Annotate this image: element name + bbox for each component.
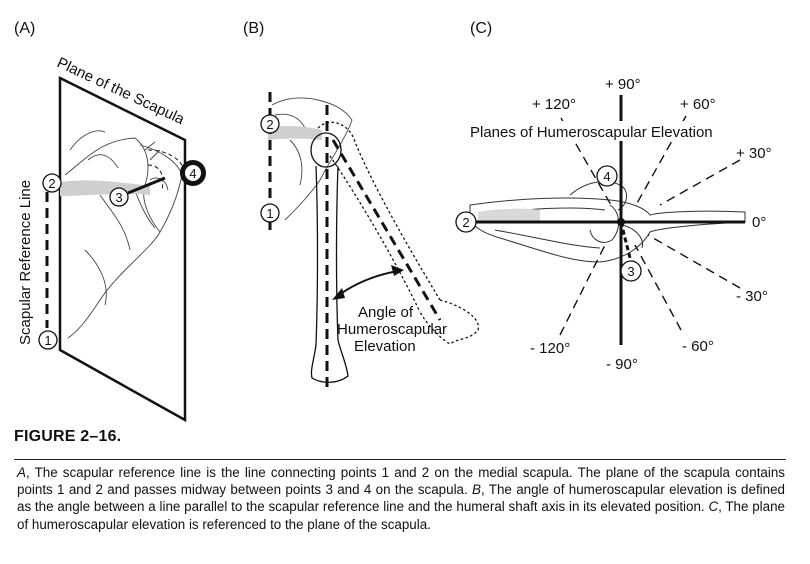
- caption-text-a: , The scapular reference line is the lin…: [17, 465, 785, 498]
- svg-text:1: 1: [44, 333, 51, 348]
- svg-text:1: 1: [266, 206, 273, 221]
- scapular-reference-line-label: Scapular Reference Line: [17, 180, 34, 345]
- angle-label-line2: Humeroscapular: [337, 321, 447, 338]
- planes-title: Planes of Humeroscapular Elevation: [470, 124, 713, 141]
- caption-letter-c: C: [708, 499, 719, 515]
- caption-divider: [14, 459, 786, 460]
- angle-label-zero: 0°: [752, 214, 766, 231]
- svg-text:2: 2: [48, 176, 55, 191]
- angle-label-m60: - 60°: [682, 338, 714, 355]
- angle-label-m30: - 30°: [736, 288, 768, 305]
- scapular-spine-shading: [60, 180, 150, 196]
- angle-label-line1: Angle of: [358, 304, 414, 321]
- figure-illustration: (A) Plane of the Scapula Scapular Refere…: [14, 20, 772, 423]
- svg-text:3: 3: [627, 264, 634, 279]
- scapula-sketch-a: [64, 130, 183, 339]
- point-3-c: 3: [620, 260, 642, 282]
- svg-text:3: 3: [115, 190, 122, 205]
- caption-letter-b: B: [472, 482, 481, 498]
- panel-b: (B) Angle of Humeroscapular Ele: [243, 20, 479, 392]
- plane-lines: [559, 115, 741, 336]
- caption-text-b: , The angle of humeroscapular elevation …: [17, 482, 785, 515]
- glenoid-dash-2: [147, 164, 164, 191]
- angle-label-m120: - 120°: [530, 340, 570, 357]
- angle-label-line3: Elevation: [354, 338, 416, 355]
- point-3-a: 3: [109, 187, 129, 207]
- panel-label-b: (B): [243, 20, 264, 37]
- humerus-at-side: [310, 132, 349, 383]
- point-2-a: 2: [42, 173, 62, 193]
- figure-title: FIGURE 2–16.: [14, 428, 122, 445]
- angle-arrowhead-right: [391, 265, 404, 276]
- point-4-c: 4: [596, 165, 618, 187]
- humeral-axis-elevated: [331, 139, 442, 321]
- point-1-a: 1: [38, 330, 58, 350]
- panel-label-c: (C): [470, 20, 492, 37]
- svg-text:2: 2: [462, 215, 469, 230]
- point-2-b: 2: [260, 114, 280, 134]
- scapula-shading-b: [268, 125, 322, 140]
- angle-label-p120: + 120°: [532, 96, 576, 113]
- angle-arc: [335, 270, 399, 298]
- scapular-plane: [58, 75, 187, 423]
- humerus-elevated: [317, 121, 479, 345]
- glenoid-dash: [147, 149, 186, 176]
- point-1-b: 1: [260, 203, 280, 223]
- scapula-sketch-b: [271, 97, 353, 221]
- bar-3-4: [127, 176, 166, 195]
- scapula-shading-c: [478, 208, 540, 222]
- angle-arrowhead-left: [332, 288, 345, 300]
- origin-dot: [617, 218, 625, 226]
- planes-title-backing: [468, 121, 760, 141]
- svg-text:2: 2: [266, 117, 273, 132]
- point-2-c: 2: [455, 211, 477, 233]
- angle-label-p60: + 60°: [680, 96, 716, 113]
- point-4-a: 4: [185, 165, 201, 181]
- panel-a: (A) Plane of the Scapula Scapular Refere…: [14, 20, 206, 423]
- panel-c: (C) + 90° + 120° + 60° + 30°: [455, 20, 772, 373]
- panel-label-a: (A): [14, 20, 35, 37]
- angle-label-p90: + 90°: [605, 76, 641, 93]
- caption-text-c: , The plane of humeroscapular elevation …: [17, 499, 785, 532]
- svg-text:4: 4: [603, 169, 610, 184]
- caption-letter-a: A: [17, 465, 26, 480]
- figure-caption: A, The scapular reference line is the li…: [17, 464, 785, 533]
- svg-text:4: 4: [189, 166, 196, 181]
- axis-vertical-dash: [619, 221, 633, 263]
- plane-of-scapula-label: Plane of the Scapula: [54, 54, 187, 128]
- angle-label-m90: - 90°: [606, 356, 638, 373]
- angle-label-p30: + 30°: [736, 145, 772, 162]
